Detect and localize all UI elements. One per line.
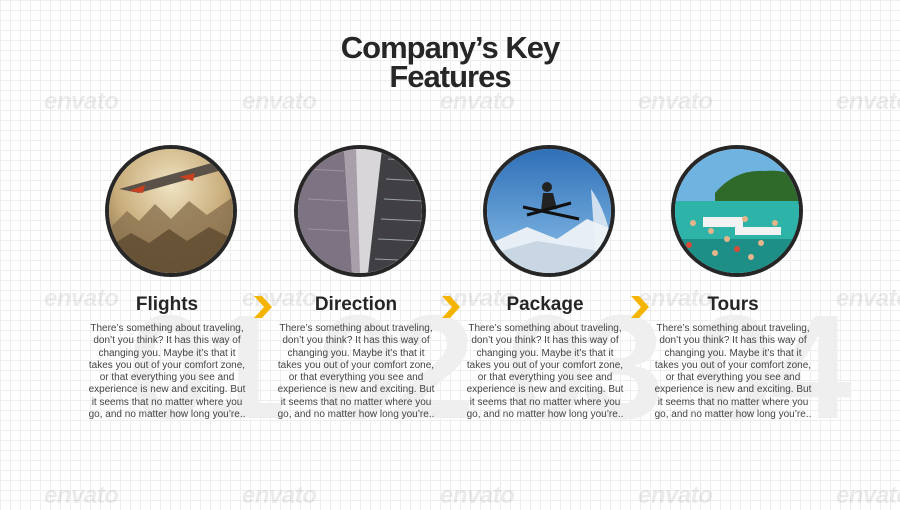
feature-description: There’s something about traveling, don’t… <box>88 323 246 421</box>
flights-photo <box>105 145 237 277</box>
slide-title-line-2: Features <box>389 59 511 94</box>
feature-title: Package <box>506 294 584 315</box>
feature-description: There’s something about traveling, don’t… <box>654 323 812 421</box>
features-row: 01 Flights There’s something about <box>0 145 900 475</box>
package-photo <box>483 145 615 277</box>
feature-number: 04 <box>693 285 852 450</box>
envato-watermark: envato <box>638 88 713 115</box>
skyscrapers-image <box>298 149 422 273</box>
airplane-wing-image <box>109 149 233 273</box>
skier-image <box>487 149 611 273</box>
envato-watermark: envato <box>836 88 900 115</box>
tours-photo <box>671 145 803 277</box>
envato-watermark: envato <box>242 88 317 115</box>
feature-description: There’s something about traveling, don’t… <box>466 323 624 421</box>
feature-package: 03 Package There’s something a <box>458 145 664 455</box>
feature-title: Flights <box>135 294 199 315</box>
feature-direction: 02 Direction There’s something about tra… <box>269 145 475 455</box>
feature-tours: 04 Tours There’s somethi <box>646 145 852 455</box>
feature-title: Direction <box>314 294 398 315</box>
feature-description: There’s something about traveling, don’t… <box>277 323 435 421</box>
slide-title-line-1: Company’s Key <box>340 30 560 65</box>
feature-flights: 01 Flights There’s something about <box>80 145 286 455</box>
envato-watermark: envato <box>44 88 119 115</box>
direction-photo <box>294 145 426 277</box>
slide-title: Company’s Key Features <box>0 30 900 94</box>
tropical-beach-image <box>675 149 799 273</box>
chevron-right-icon <box>630 296 650 318</box>
chevron-right-icon <box>441 296 461 318</box>
chevron-right-icon <box>253 296 273 318</box>
feature-title: Tours <box>707 294 759 315</box>
